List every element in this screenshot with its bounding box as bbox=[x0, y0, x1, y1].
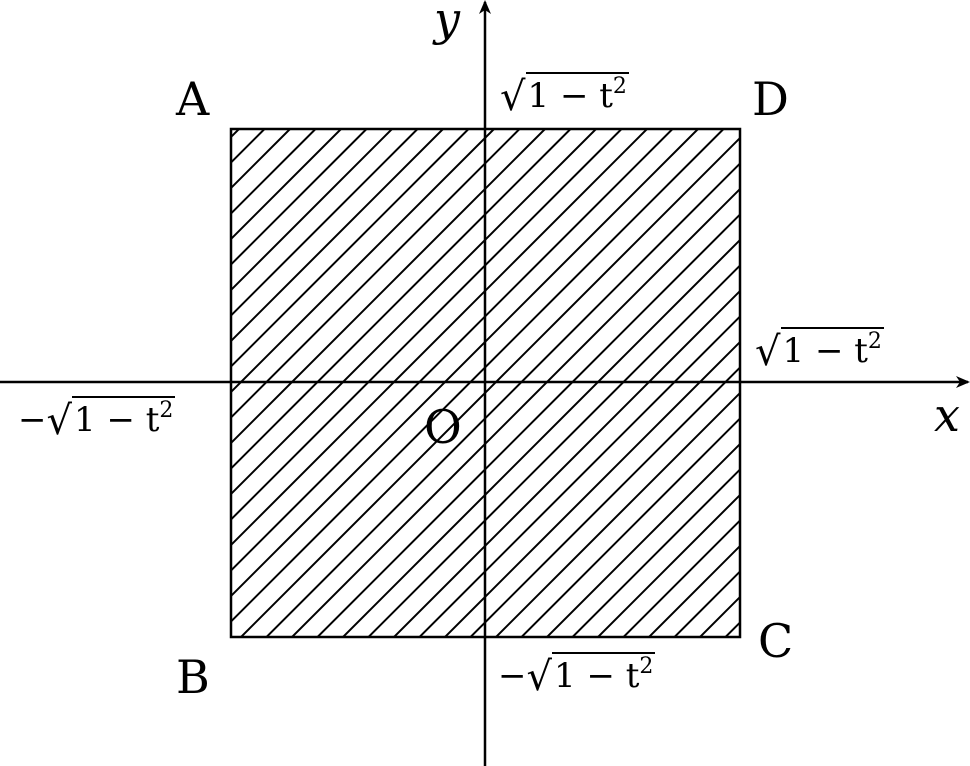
hatch-line bbox=[546, 442, 740, 637]
radicand-text: 1 − t bbox=[554, 656, 640, 696]
origin-label: O bbox=[424, 400, 462, 454]
radical-sign: √ bbox=[526, 654, 553, 700]
vertex-a-label: A bbox=[176, 72, 210, 126]
hatch-line bbox=[231, 129, 393, 292]
hatch-line bbox=[231, 129, 470, 368]
hatch-line bbox=[231, 129, 444, 343]
exponent: 2 bbox=[159, 398, 174, 423]
radicand-text: 1 − t bbox=[527, 76, 613, 116]
hatch-line bbox=[622, 519, 740, 637]
sign: − bbox=[18, 400, 47, 440]
radicand: 1 − t2 bbox=[525, 72, 629, 116]
tick-label-x-left: −√1 − t2 bbox=[18, 396, 176, 441]
hatch-line bbox=[597, 493, 740, 637]
hatch-line bbox=[495, 391, 740, 637]
vertex-b-label: B bbox=[176, 650, 210, 704]
tick-label-y-top: √1 − t2 bbox=[500, 72, 629, 117]
radicand-text: 1 − t bbox=[782, 331, 868, 371]
hatch-line bbox=[520, 417, 740, 637]
exponent: 2 bbox=[639, 654, 654, 679]
tick-label-y-bottom: −√1 − t2 bbox=[498, 652, 656, 697]
radical-sign: √ bbox=[46, 398, 73, 444]
hatch-line bbox=[648, 544, 740, 637]
hatch-line bbox=[231, 129, 419, 317]
vertex-c-label: C bbox=[758, 614, 794, 668]
sign: − bbox=[498, 656, 527, 696]
radicand: 1 − t2 bbox=[552, 652, 656, 696]
hatch-line bbox=[231, 129, 342, 241]
radical-sign: √ bbox=[755, 329, 781, 375]
x-axis-label: x bbox=[934, 388, 960, 442]
hatch-line bbox=[231, 129, 368, 266]
tick-label-x-right: √1 − t2 bbox=[755, 327, 884, 372]
vertex-d-label: D bbox=[752, 72, 789, 126]
exponent: 2 bbox=[867, 329, 882, 354]
y-axis-label: y bbox=[434, 0, 460, 46]
exponent: 2 bbox=[612, 74, 627, 99]
hatch-line bbox=[571, 468, 740, 637]
radicand: 1 − t2 bbox=[780, 327, 884, 371]
radicand: 1 − t2 bbox=[72, 396, 176, 440]
radical-sign: √ bbox=[500, 74, 526, 120]
radicand-text: 1 − t bbox=[74, 400, 160, 440]
